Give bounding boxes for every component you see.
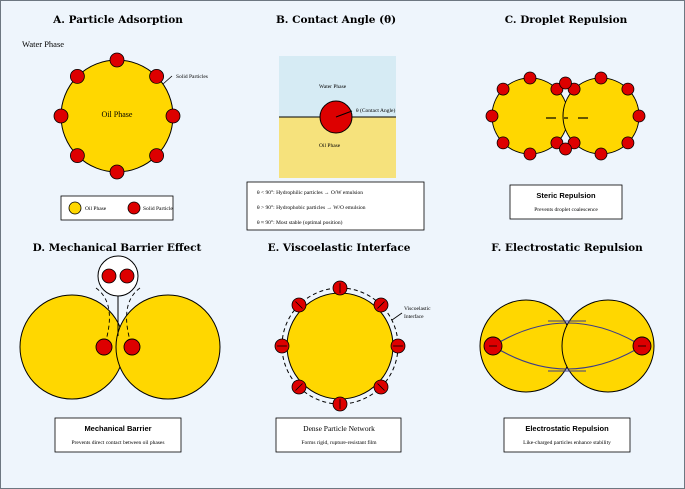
panel-c-left-particle <box>485 109 499 123</box>
legend-oil-text: Oil Phase <box>85 206 107 212</box>
panel-c-title: C. Droplet Repulsion <box>505 14 628 26</box>
panel-d-box-text: Prevents direct contact between oil phas… <box>71 440 164 446</box>
panel-d-barrier-particle-1 <box>95 338 113 356</box>
panel-b-notes-box <box>246 181 425 231</box>
panel-e-particle-mark <box>295 383 303 391</box>
panel-f-box-title: Electrostatic Repulsion <box>525 424 609 433</box>
panel-c-seam-particle <box>559 76 572 90</box>
legend-oil-swatch <box>68 201 82 215</box>
panel-f-info-box <box>503 417 631 453</box>
panel-b-note-3: θ ≈ 90°: Most stable (optimal position) <box>257 219 343 226</box>
panel-f-title: F. Electrostatic Repulsion <box>491 242 643 254</box>
panel-a-particle <box>149 69 165 84</box>
panel-f-box-text: Like-charged particles enhance stability <box>523 440 611 446</box>
panel-c-left-particle <box>523 147 537 161</box>
panel-d-info-box <box>54 417 182 453</box>
panel-b-note-1: θ < 90°: Hydrophilic particles → O/W emu… <box>257 189 363 196</box>
panel-e-box-title: Dense Particle Network <box>303 424 375 433</box>
panel-a-title: A. Particle Adsorption <box>52 14 183 26</box>
panel-e-particle-mark <box>377 383 385 391</box>
panel-e-particle-mark <box>377 301 385 309</box>
panel-c-left-particle <box>550 136 564 150</box>
legend-particle-swatch <box>127 201 141 215</box>
panel-f-field-line-bottom <box>492 345 643 370</box>
panel-c-left-particle <box>523 71 537 85</box>
panel-b-note-2: θ > 90°: Hydrophobic particles → W/O emu… <box>257 204 366 211</box>
panel-c-right-particle <box>567 136 581 150</box>
panel-a-water-label: Water Phase <box>22 39 64 49</box>
panel-a: A. Particle Adsorption Water Phase Oil P… <box>22 14 208 221</box>
panel-c-left-particle <box>550 82 564 96</box>
panel-a-particle-leader <box>162 75 173 85</box>
panel-a-oil-label: Oil Phase <box>102 110 133 119</box>
panel-d-zoom-particle-2 <box>119 268 135 284</box>
panel-b-title: B. Contact Angle (θ) <box>276 14 396 26</box>
panel-a-particle <box>53 108 69 124</box>
panel-d-droplet-right <box>115 294 221 400</box>
panel-c-left-particle <box>496 136 510 150</box>
panel-e-particle-mark <box>295 301 303 309</box>
panel-c-right-particle <box>567 82 581 96</box>
panel-c-right-particle <box>621 82 635 96</box>
panel-a-particle <box>109 52 125 68</box>
panel-d-zoom-circle <box>97 255 139 297</box>
panel-d-zoom-particle-1 <box>101 268 117 284</box>
panel-c-box-title: Steric Repulsion <box>536 191 596 200</box>
panel-f-field-lines <box>492 320 643 372</box>
panel-e-title: E. Viscoelastic Interface <box>268 242 411 254</box>
panel-c-box-text: Prevents droplet coalescence <box>534 207 598 213</box>
panel-c-right-particle <box>621 136 635 150</box>
panel-e-info-box <box>275 417 402 453</box>
panel-b-angle-line <box>335 110 353 118</box>
panel-e-interface-label-2: Interface <box>404 313 424 320</box>
panel-c-info-box <box>509 184 623 220</box>
panel-a-particle <box>109 164 125 180</box>
panel-d-title: D. Mechanical Barrier Effect <box>33 242 202 254</box>
panel-a-particle <box>70 148 85 164</box>
legend-particle-text: Solid Particle <box>143 206 173 212</box>
panel-b: B. Contact Angle (θ) Water Phase Oil Pha… <box>246 14 425 231</box>
panel-f-droplet-right <box>561 299 655 393</box>
panel-f: F. Electrostatic Repulsion Electrostatic… <box>479 242 655 453</box>
panel-c-right-particle <box>632 109 646 123</box>
panel-b-oil-label: Oil Phase <box>319 143 341 149</box>
panel-b-angle-label: θ (Contact Angle) <box>356 107 395 114</box>
panel-c-particles <box>485 71 646 161</box>
panel-e-box-text: Forms rigid, rupture-resistant film <box>301 439 377 446</box>
panel-c-right-particle <box>594 71 608 85</box>
panel-a-particle-label: Solid Particles <box>176 74 208 80</box>
panel-c-seam-particle <box>559 142 572 156</box>
panel-a-particle <box>70 69 85 84</box>
panel-c: C. Droplet Repulsion Steric Repulsion Pr… <box>485 14 646 220</box>
panel-f-field-line-top <box>492 322 643 347</box>
panel-a-particle <box>165 108 181 124</box>
panel-c-left-particle <box>496 82 510 96</box>
panel-b-water-label: Water Phase <box>319 84 347 90</box>
panel-e-interface-label-1: Viscoelastic <box>404 306 431 312</box>
panel-e-particles <box>274 280 406 412</box>
panel-e: E. Viscoelastic Interface Viscoelastic I… <box>268 242 431 453</box>
panel-e-interface-leader <box>391 312 403 321</box>
panel-d-barrier-particle-2 <box>123 338 141 356</box>
panel-a-particles <box>53 52 181 180</box>
panel-d: D. Mechanical Barrier Effect Mechanical … <box>19 242 221 453</box>
panel-c-right-particle <box>594 147 608 161</box>
panel-d-box-title: Mechanical Barrier <box>84 424 151 433</box>
panel-a-particle <box>149 148 165 164</box>
